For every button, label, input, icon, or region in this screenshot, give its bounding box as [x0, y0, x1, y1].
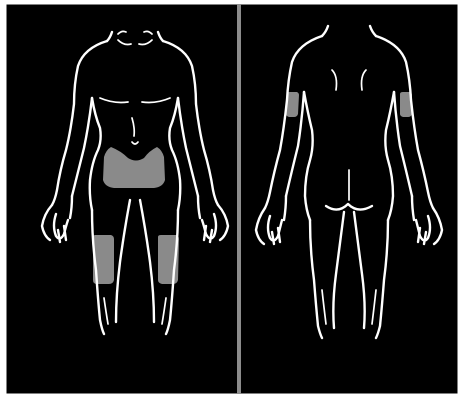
view-divider	[237, 4, 241, 394]
diagram-background	[6, 4, 458, 394]
